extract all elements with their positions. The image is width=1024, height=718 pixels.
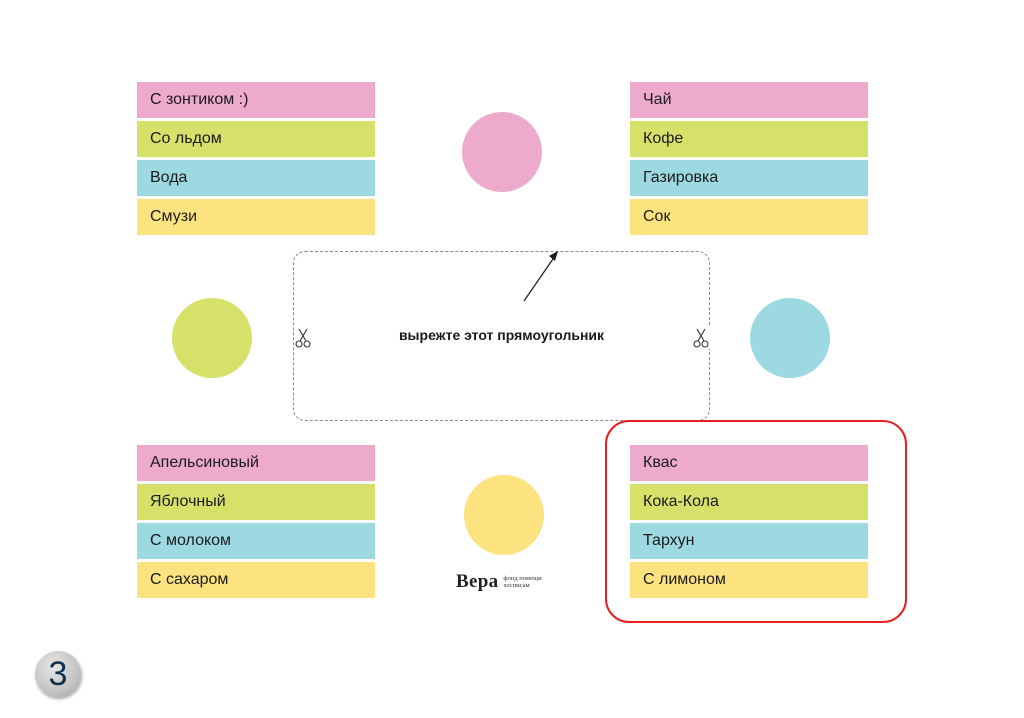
page-number: 3 — [48, 654, 68, 693]
option-row: С молоком — [137, 523, 375, 559]
option-label: Вода — [150, 168, 188, 186]
highlight-ring — [605, 420, 907, 623]
option-row: С зонтиком :) — [137, 82, 375, 118]
option-row: Смузи — [137, 199, 375, 235]
logo-subtitle: фонд помощи хосписам — [503, 575, 542, 589]
circle-top-pink — [462, 112, 542, 192]
option-row: Кока-Кола — [630, 484, 868, 520]
option-row: Сок — [630, 199, 868, 235]
option-label: Кофе — [643, 129, 684, 147]
option-row: Яблочный — [137, 484, 375, 520]
option-block-bottom-right: Квас Кока-Кола Тархун С лимоном — [630, 445, 868, 598]
scissors-icon — [692, 327, 710, 349]
option-row: С лимоном — [630, 562, 868, 598]
circle-bottom-yellow — [464, 475, 544, 555]
option-label: Квас — [643, 453, 678, 471]
option-label: Сок — [643, 207, 671, 225]
option-row: Квас — [630, 445, 868, 481]
option-label: Смузи — [150, 207, 198, 225]
option-label: Чай — [643, 90, 672, 108]
option-label: Газировка — [643, 168, 719, 186]
option-row: С сахаром — [137, 562, 375, 598]
option-label: С молоком — [150, 531, 232, 549]
option-row: Со льдом — [137, 121, 375, 157]
scissors-icon — [294, 327, 312, 349]
option-row: Тархун — [630, 523, 868, 559]
circle-right-cyan — [750, 298, 830, 378]
option-label: С лимоном — [643, 570, 726, 588]
logo: Вера фонд помощи хосписам — [456, 571, 555, 593]
option-label: Кока-Кола — [643, 492, 719, 510]
option-row: Вода — [137, 160, 375, 196]
option-label: Со льдом — [150, 129, 222, 147]
option-block-bottom-left: Апельсиновый Яблочный С молоком С сахаро… — [137, 445, 375, 598]
circle-left-green — [172, 298, 252, 378]
option-label: Апельсиновый — [150, 453, 259, 471]
option-label: Яблочный — [150, 492, 226, 510]
option-label: Тархун — [643, 531, 695, 549]
option-label: С зонтиком :) — [150, 90, 249, 108]
cut-instruction: вырежте этот прямоугольник — [398, 327, 605, 343]
arrow-icon — [523, 251, 558, 302]
option-row: Газировка — [630, 160, 868, 196]
logo-wordmark: Вера — [456, 571, 499, 592]
option-block-top-right: Чай Кофе Газировка Сок — [630, 82, 868, 235]
option-block-top-left: С зонтиком :) Со льдом Вода Смузи — [137, 82, 375, 235]
option-label: С сахаром — [150, 570, 229, 588]
option-row: Кофе — [630, 121, 868, 157]
option-row: Чай — [630, 82, 868, 118]
option-row: Апельсиновый — [137, 445, 375, 481]
page-number-badge: 3 — [35, 651, 81, 697]
